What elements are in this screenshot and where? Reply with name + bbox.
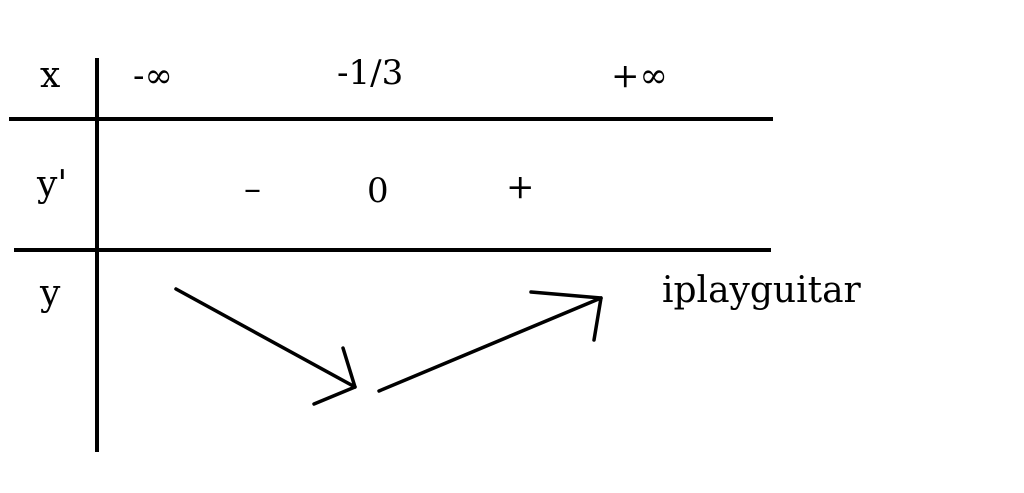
row-label-y: y bbox=[40, 273, 61, 314]
decreasing-arrow bbox=[174, 287, 357, 406]
x-value-neg-infinity: -∞ bbox=[133, 56, 173, 96]
row-label-y-prime: y' bbox=[37, 164, 68, 205]
x-value-critical-point: -1/3 bbox=[337, 53, 404, 93]
increasing-arrow bbox=[377, 290, 603, 393]
watermark-note: iplayguitar bbox=[662, 270, 861, 311]
x-value-pos-infinity: +∞ bbox=[611, 56, 668, 96]
derivative-zero: 0 bbox=[367, 171, 389, 211]
derivative-sign-negative: – bbox=[244, 169, 261, 209]
derivative-sign-positive: + bbox=[506, 167, 535, 207]
row-label-x: x bbox=[40, 55, 61, 96]
